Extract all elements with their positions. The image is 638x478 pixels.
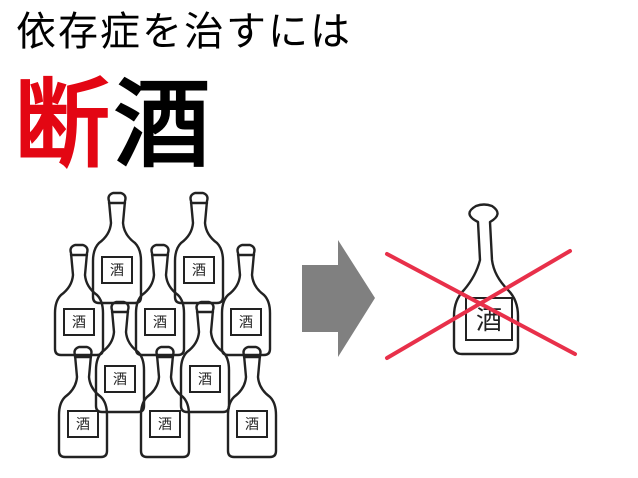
cross-line — [385, 249, 572, 360]
title-main: 酒 — [114, 69, 214, 181]
right-arrow-icon — [302, 240, 375, 357]
bottle-icon — [226, 345, 278, 459]
heading: 依存症を治すには — [16, 9, 352, 55]
bottle-icon — [53, 243, 105, 357]
bottle-icon — [220, 243, 272, 357]
title-accent: 断 — [14, 69, 114, 181]
page-title: 断酒 — [14, 70, 214, 180]
bottle-icon — [91, 191, 143, 305]
bottle-icon — [57, 345, 109, 459]
bottle-group — [53, 191, 278, 459]
crossed-bottle-icon: 酒 — [385, 203, 577, 360]
bottle-icon — [173, 191, 225, 305]
